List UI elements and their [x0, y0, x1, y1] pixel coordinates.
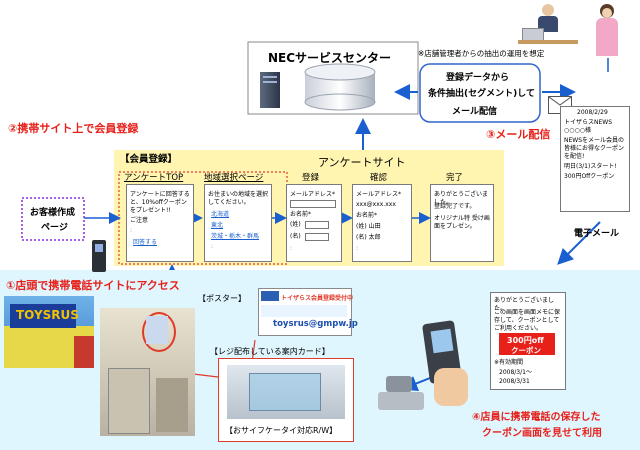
coupon-validity-from: 2008/3/1〜 — [499, 369, 532, 376]
step1-label: ①店頭で携帯電話サイトにアクセス — [6, 279, 180, 292]
register-email-input[interactable] — [290, 200, 336, 208]
customer-page-line-2: ページ — [41, 223, 68, 233]
complete-thanks: ありがとうございました。 — [434, 191, 489, 206]
step2-label: ②携帯サイト上で会員登録 — [8, 122, 139, 135]
region-select-card: お住まいの地域を選択してください。 北海道 東北 茨城・栃木・群馬 : — [204, 184, 272, 262]
database-icon — [304, 63, 376, 111]
confirm-name-label: お名前* — [356, 212, 378, 219]
complete-card: ありがとうございました。 登録完了です。 オリジナル特 受け画面をプレゼン。 — [430, 184, 494, 262]
guide-card-title: トイザらス会員登録受付中 — [281, 295, 354, 302]
nec-note: ※店舗管理者からの抽出の運用を想定 — [418, 49, 545, 58]
card-reader-icon — [378, 376, 430, 412]
survey-top-dots: : — [130, 227, 133, 234]
column-header-register: 登録 — [302, 173, 320, 183]
email-line-5: 300円Offクーポン — [564, 173, 615, 180]
step3-label: ③メール配信 — [486, 128, 551, 141]
email-line-2: ○○○○様 — [564, 127, 591, 134]
reader-photo-frame: 【おサイフケータイ対応R/W】 — [218, 358, 354, 442]
store-photo: TOYSRUS — [4, 296, 94, 368]
coupon-badge: 300円off クーポン — [499, 333, 555, 355]
complete-present: オリジナル特 受け画面をプレゼン。 — [434, 215, 490, 230]
hand-holding-phone-icon — [421, 320, 470, 406]
process-line-3: メール配信 — [452, 107, 498, 117]
store-sign: TOYSRUS — [16, 308, 79, 322]
guide-card-url: toysrus@gmpw.jp — [273, 319, 358, 329]
region-link-hokkaido[interactable]: 北海道 — [211, 211, 230, 218]
guide-card-label: 【レジ配布している案内カード】 — [210, 347, 330, 356]
email-line-1: トイザらスNEWS — [564, 119, 613, 126]
register-firstname-label: (名) — [290, 233, 301, 240]
survey-top-caution: ご注意 — [130, 217, 149, 224]
register-lastname-input[interactable] — [305, 221, 329, 229]
register-firstname-input[interactable] — [305, 233, 329, 241]
member-registration-label: 【会員登録】 — [120, 154, 178, 165]
coupon-instruction: この画面を画面メモに保存して、クーポンとしてご利用ください。 — [494, 309, 561, 332]
process-line-1: 登録データから — [446, 73, 510, 83]
coupon-badge-line-1: 300円off — [507, 336, 544, 345]
office-worker-icon — [518, 4, 578, 48]
survey-top-text: アンケートに回答すると、10%offクーポンをプレゼント!! — [130, 191, 190, 214]
email-label: 電子メール — [574, 229, 620, 239]
server-icon — [260, 72, 280, 108]
confirm-lastname: (姓) 山田 — [356, 223, 381, 230]
register-dots: : — [290, 245, 293, 252]
confirm-email-value: xxx@xxx.xxx — [356, 201, 396, 208]
survey-top-card: アンケートに回答すると、10%offクーポンをプレゼント!! ご注意 : 回答す… — [126, 184, 194, 262]
answer-link[interactable]: 回答する — [133, 239, 158, 246]
confirm-email-label: メールアドレス* — [356, 191, 402, 198]
store-interior-photo — [100, 308, 195, 436]
email-date: 2008/2/29 — [577, 109, 608, 116]
coupon-badge-line-2: クーポン — [511, 346, 541, 355]
coupon-screen: ありがとうございました。 この画面を画面メモに保存して、クーポンとしてご利用くだ… — [490, 292, 566, 390]
guide-card-image: トイザらス会員登録受付中 toysrus@gmpw.jp — [258, 288, 358, 336]
email-line-3: NEWSをメール会員の皆様にお得なクーポンを配信! — [564, 137, 625, 160]
survey-site-title: アンケートサイト — [318, 156, 406, 169]
column-header-complete: 完了 — [446, 173, 464, 183]
region-select-text: お住まいの地域を選択してください。 — [208, 191, 269, 206]
column-header-confirm: 確認 — [370, 173, 388, 183]
step4-label-1: ④店員に携帯電話の保存した — [472, 412, 601, 423]
region-link-tohoku[interactable]: 東北 — [211, 222, 224, 229]
coupon-validity-to: 2008/3/31 — [499, 378, 530, 385]
customer-page-box — [21, 197, 85, 241]
confirm-card: メールアドレス* xxx@xxx.xxx お名前* (姓) 山田 (名) 太郎 … — [352, 184, 412, 262]
region-dots: : — [211, 243, 214, 250]
register-card: メールアドレス* お名前* (姓) (名) : — [286, 184, 342, 262]
column-header-region: 地域選択ページ — [204, 173, 264, 183]
poster-label: 【ポスター】 — [198, 294, 246, 303]
feature-phone-icon — [92, 240, 106, 272]
confirm-dots: : — [356, 245, 359, 252]
email-line-4: 明日(3/1)スタート! — [564, 163, 617, 170]
register-email-label: メールアドレス* — [290, 191, 336, 198]
coupon-validity-label: ※有効期間 — [494, 359, 524, 366]
complete-done: 登録完了です。 — [434, 203, 476, 210]
coupon-thanks: ありがとうございました。 — [494, 297, 555, 312]
region-link-kanto[interactable]: 茨城・栃木・群馬 — [211, 233, 260, 240]
process-box — [419, 63, 541, 123]
step4-label-2: クーポン画面を見せて利用 — [482, 428, 602, 439]
email-document: 2008/2/29 トイザらスNEWS ○○○○様 NEWSをメール会員の皆様に… — [560, 106, 630, 212]
nec-center-title: NECサービスセンター — [268, 51, 392, 65]
register-name-label: お名前* — [290, 211, 312, 218]
customer-page-line-1: お客様作成 — [30, 208, 76, 218]
woman-with-phone-icon — [588, 4, 628, 60]
column-header-top: アンケートTOP — [124, 173, 184, 183]
process-line-2: 条件抽出(セグメント)して — [428, 89, 535, 99]
register-lastname-label: (姓) — [290, 221, 301, 228]
confirm-firstname: (名) 太郎 — [356, 234, 381, 241]
osaifu-label: 【おサイフケータイ対応R/W】 — [225, 426, 338, 435]
